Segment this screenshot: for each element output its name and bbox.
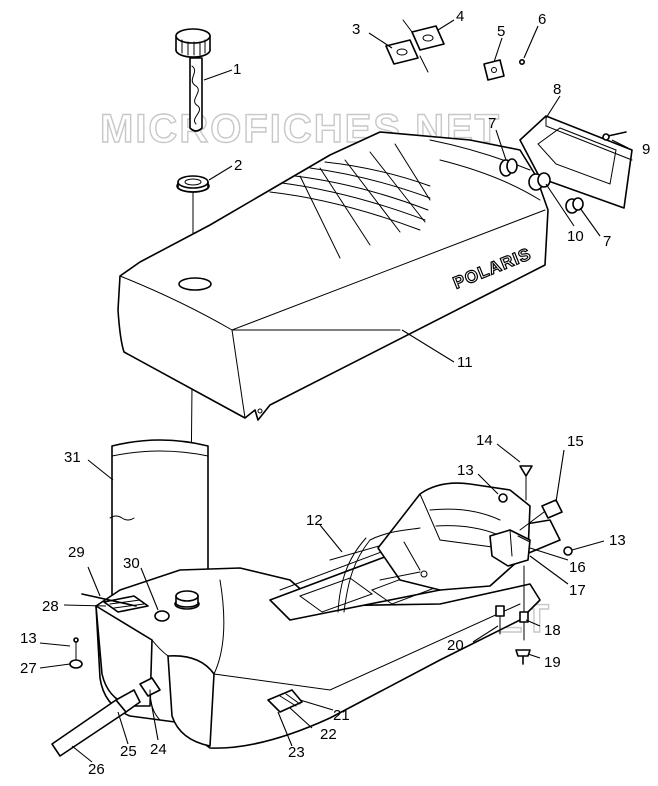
callout-10: 10 (567, 228, 584, 245)
push-rivet-14 (519, 465, 533, 501)
callout-16: 16 (569, 559, 586, 576)
seat-plate (402, 19, 445, 73)
tank-fitting (139, 677, 161, 721)
callout-31: 31 (64, 449, 81, 466)
fuel-tank (95, 567, 541, 749)
mount-bracket-15 (519, 499, 563, 531)
screw-13-left (73, 637, 79, 661)
drain-hose (51, 689, 141, 757)
callout-8: 8 (553, 81, 561, 98)
rear-cowl (377, 482, 531, 591)
callout-27: 27 (20, 660, 37, 677)
callout-20: 20 (447, 637, 464, 654)
fuel-cap (175, 28, 211, 132)
callout-26: 26 (88, 761, 105, 778)
callout-13-left: 13 (20, 630, 37, 647)
fuel-line (337, 527, 428, 613)
fuel-gauge-sender (267, 689, 303, 713)
push-rivet-20 (495, 605, 505, 635)
callout-29: 29 (68, 544, 85, 561)
callout-25: 25 (120, 743, 137, 760)
callout-18: 18 (544, 622, 561, 639)
callout-24: 24 (150, 741, 167, 758)
screw-19 (515, 649, 531, 665)
callout-2: 2 (234, 157, 242, 174)
bolt-18 (519, 565, 529, 641)
callout-23: 23 (288, 744, 305, 761)
nut-13-mid (498, 493, 508, 503)
leader-lines (39, 19, 629, 763)
spacer-bushing-c (565, 197, 584, 214)
callout-4: 4 (456, 8, 464, 25)
vent-tube-29 (81, 593, 137, 607)
callout-19: 19 (544, 654, 561, 671)
clamp-30 (154, 610, 170, 622)
callout-5: 5 (497, 23, 505, 40)
washer-27 (69, 659, 83, 669)
callout-11: 11 (457, 354, 473, 371)
callout-21: 21 (333, 707, 350, 724)
nut-13-right (563, 546, 573, 556)
seat (117, 131, 549, 421)
latch-plate (483, 59, 505, 81)
callout-3: 3 (352, 21, 360, 38)
callout-1: 1 (233, 61, 241, 78)
rivet (518, 58, 525, 65)
spacer-bushing-a (499, 158, 518, 177)
callout-labels: 1 2 3 4 5 6 7 7 8 9 10 11 12 13 13 13 14… (20, 8, 650, 778)
callout-9: 9 (642, 141, 650, 158)
callout-12: 12 (306, 512, 323, 529)
cap-grommet (176, 175, 210, 193)
callout-14: 14 (476, 432, 493, 449)
callout-6: 6 (538, 11, 546, 28)
latch-assembly (489, 529, 531, 567)
callout-22: 22 (320, 726, 337, 743)
callout-13-right: 13 (609, 532, 626, 549)
callout-30: 30 (123, 555, 140, 572)
callout-15: 15 (567, 433, 584, 450)
callout-7-lower: 7 (603, 233, 611, 250)
callout-17: 17 (569, 582, 586, 599)
strap-bolt (602, 131, 627, 141)
seat-bracket (385, 39, 419, 65)
callout-28: 28 (42, 598, 59, 615)
callout-7-upper: 7 (488, 115, 496, 132)
spacer-bushing-b (528, 172, 551, 191)
callout-13-mid: 13 (457, 462, 474, 479)
